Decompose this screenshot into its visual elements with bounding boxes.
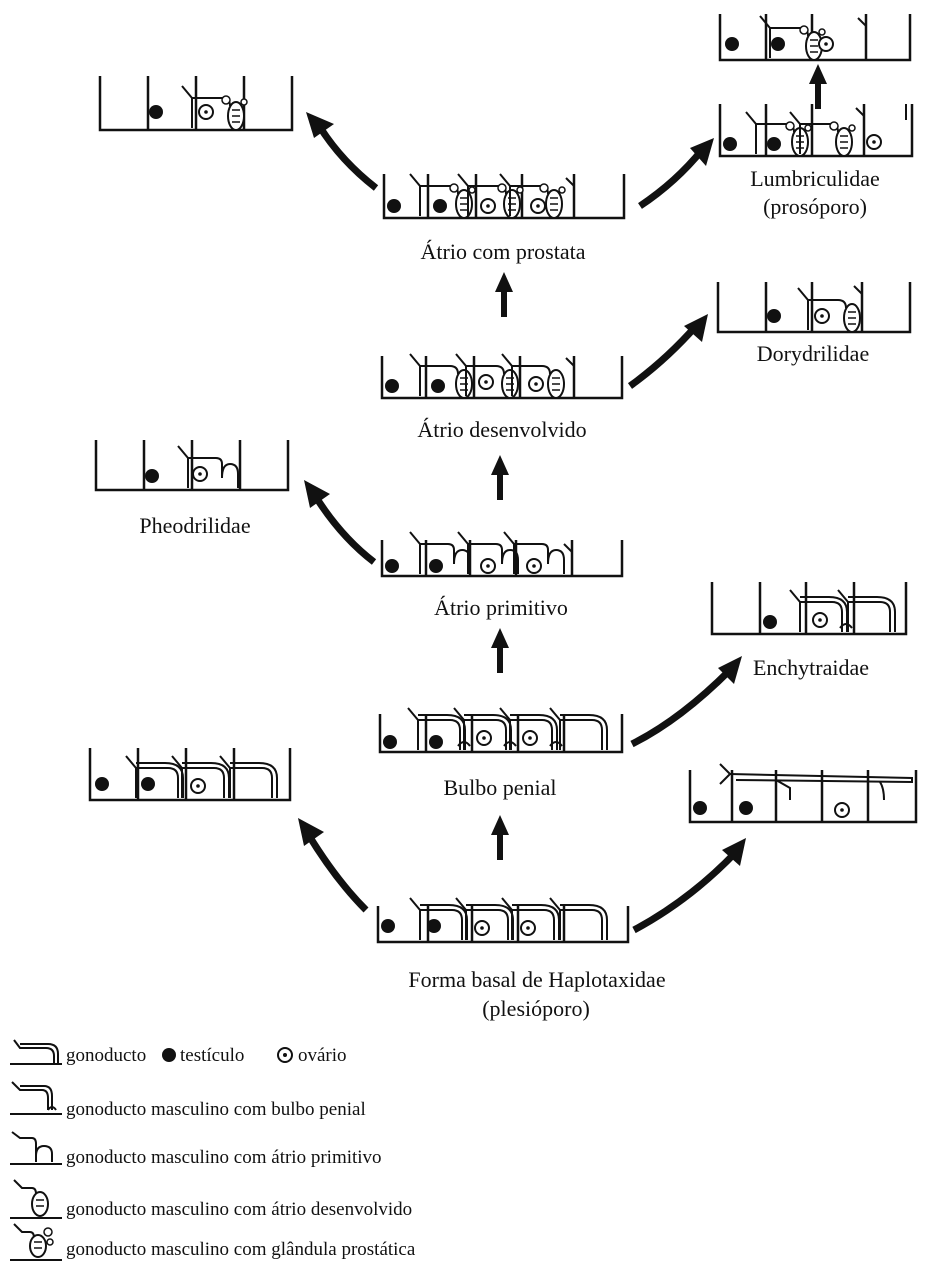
glandula-prostatica-icon (10, 1223, 62, 1261)
label-atrio-primitivo: Átrio primitivo (434, 595, 568, 620)
segment-row-lumbriculidae (718, 104, 914, 158)
label-forma-basal-sub: (plesióporo) (482, 996, 590, 1021)
segment-row-lumbriculidae-top (718, 14, 912, 62)
legend-testiculo: testículo (180, 1045, 245, 1066)
segment-row-atrio-primitivo (380, 531, 624, 578)
label-lumbriculidae: Lumbriculidae (750, 166, 880, 191)
segment-row-atrio-prostata (382, 173, 626, 220)
ovario-icon (277, 1047, 293, 1063)
label-atrio-prostata: Átrio com prostata (420, 239, 586, 264)
segment-row-top-left (98, 76, 294, 132)
segment-row-atrio-desenvolvido (380, 353, 624, 400)
bulbo-penial-icon (10, 1081, 62, 1115)
segment-row-enchytraidae (710, 582, 908, 636)
arrows-curved (298, 112, 746, 934)
label-atrio-desenvolvido: Átrio desenvolvido (417, 417, 587, 442)
legend-atrio-desenvolvido: gonoducto masculino com átrio desenvolvi… (66, 1199, 413, 1220)
label-enchytraidae: Enchytraidae (752, 655, 870, 680)
segment-row-bulbo (378, 707, 624, 754)
label-lumbriculidae-sub: (prosóporo) (763, 194, 867, 219)
label-pheodrilidae: Pheodrilidae (139, 513, 251, 538)
gonoducto-icon (10, 1039, 62, 1065)
atrio-primitivo-icon (10, 1131, 62, 1165)
legend-ovario: ovário (298, 1045, 347, 1066)
legend-atrio-primitivo: gonoducto masculino com átrio primitivo (66, 1147, 382, 1168)
label-forma-basal: Forma basal de Haplotaxidae (408, 967, 666, 992)
label-dorydrilidae: Dorydrilidae (756, 341, 870, 366)
legend-gonoducto: gonoducto (66, 1045, 147, 1066)
testiculo-icon (162, 1048, 176, 1062)
atrio-desenvolvido-icon (10, 1179, 62, 1219)
segment-row-dorydrilidae (716, 282, 912, 334)
label-bulbo-penial: Bulbo penial (443, 775, 557, 800)
segment-row-pheodrilidae (94, 440, 290, 492)
segment-row-lower-left (88, 748, 292, 802)
legend-bulbo-penial: gonoducto masculino com bulbo penial (66, 1099, 366, 1120)
segment-row-lower-right (688, 763, 918, 824)
segment-row-basal (376, 897, 630, 944)
legend-glandula-prostatica: gonoducto masculino com glândula prostát… (66, 1239, 416, 1260)
